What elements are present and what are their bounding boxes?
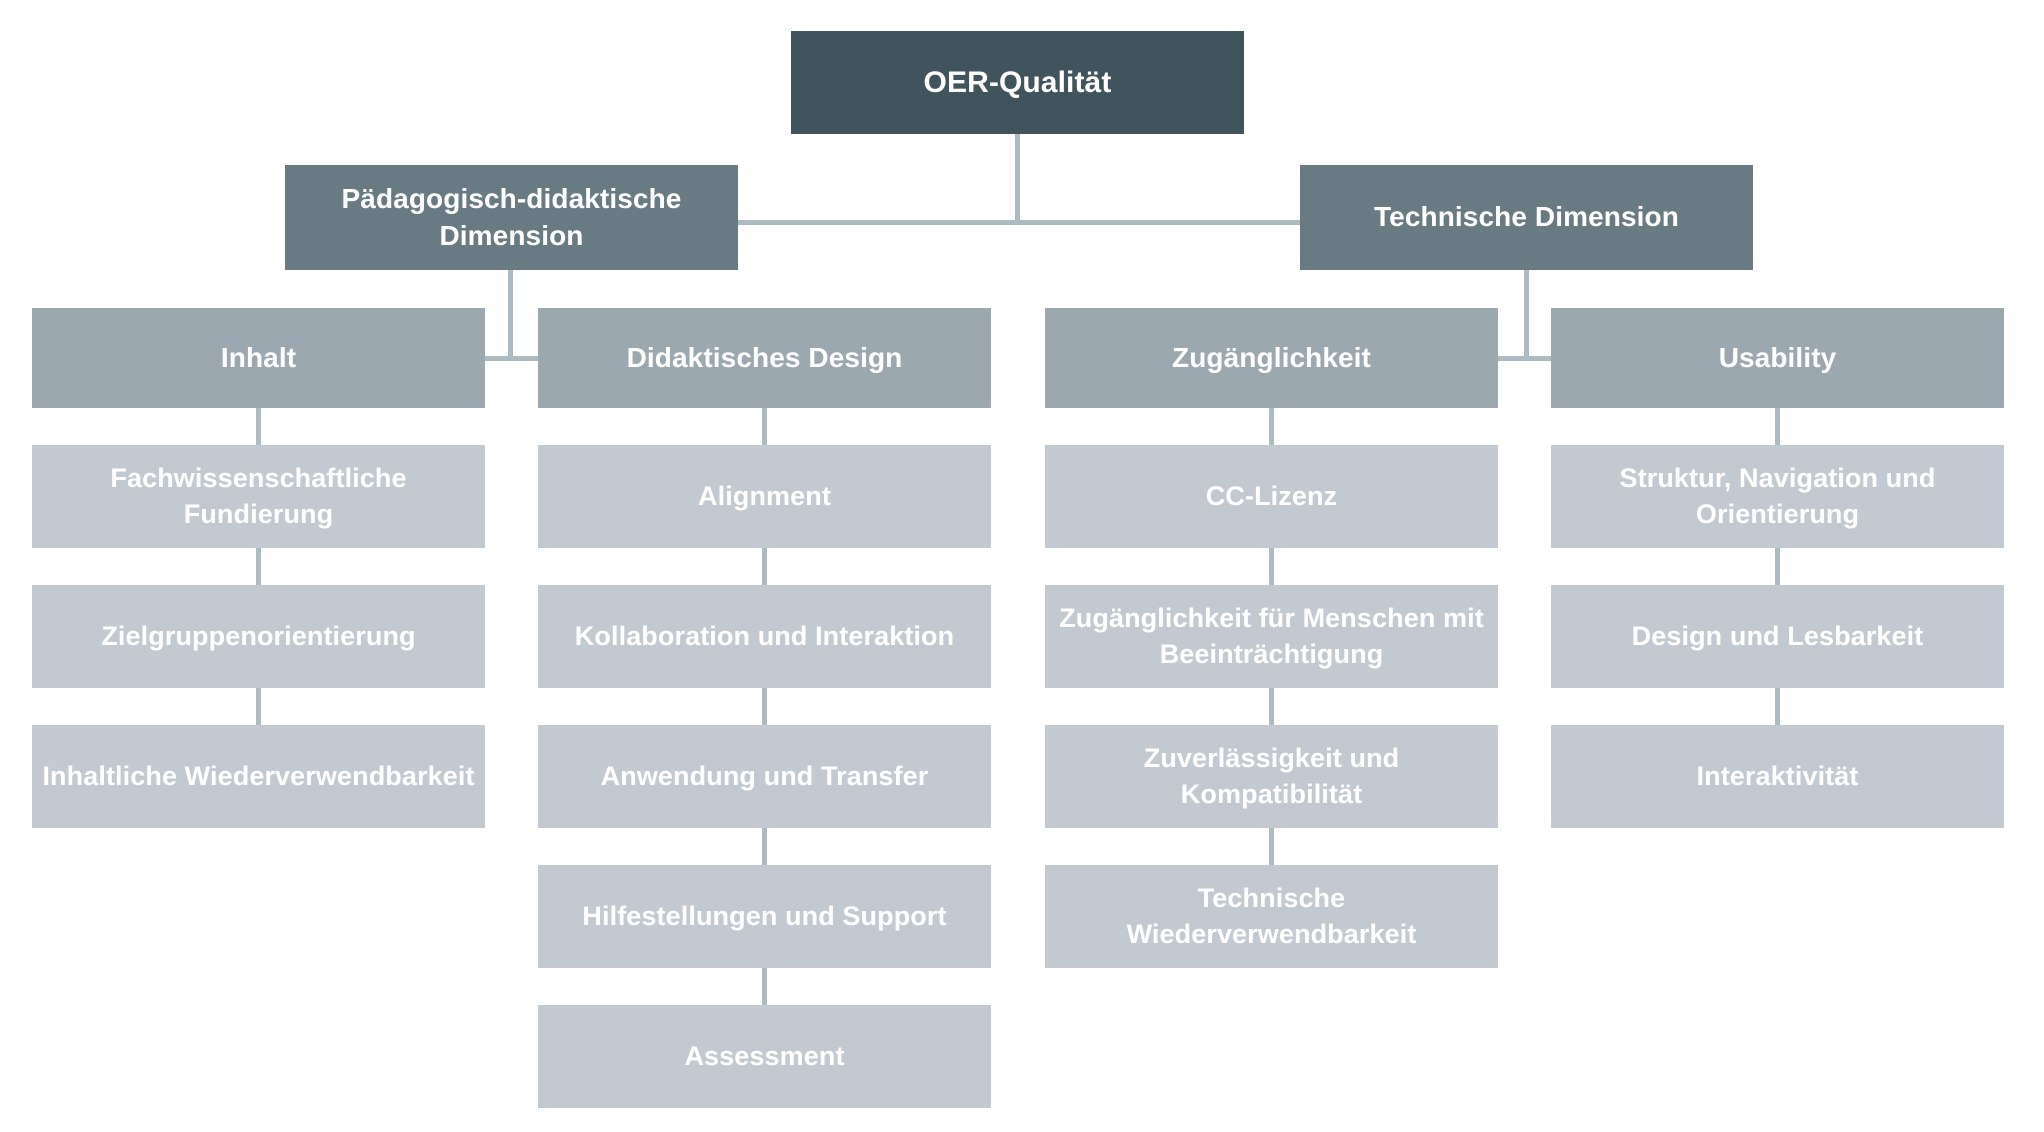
connector-technical-spine [1497,356,1551,361]
connector-pedagogical-down [508,270,513,361]
connector-root-down [1015,134,1020,225]
connector-usability-stem-3 [1775,688,1780,726]
connector-didaktik-stem-3 [762,688,767,726]
connector-usability-stem-2 [1775,548,1780,586]
node-root-oer-qualitaet[interactable]: OER-Qualität [791,31,1244,134]
node-criterion-anwendung-und-transfer[interactable]: Anwendung und Transfer [538,725,991,828]
node-category-didaktisches-design[interactable]: Didaktisches Design [538,308,991,408]
node-criterion-cc-lizenz[interactable]: CC-Lizenz [1045,445,1498,548]
node-dimension-technische[interactable]: Technische Dimension [1300,165,1753,270]
node-criterion-technische-wiederverwendbarkeit[interactable]: Technische Wiederverwendbarkeit [1045,865,1498,968]
node-criterion-hilfestellungen-und-support[interactable]: Hilfestellungen und Support [538,865,991,968]
node-criterion-zuverlaessigkeit-und-kompatibilitaet[interactable]: Zuverlässigkeit und Kompatibilität [1045,725,1498,828]
connector-usability-stem-1 [1775,408,1780,446]
node-criterion-zugaenglichkeit-fuer-menschen-mit-beeintraechtigung[interactable]: Zugänglichkeit für Menschen mit Beeinträ… [1045,585,1498,688]
node-criterion-struktur-navigation-und-orientierung[interactable]: Struktur, Navigation und Orientierung [1551,445,2004,548]
connector-inhalt-stem-3 [256,688,261,726]
connector-zugang-stem-3 [1269,688,1274,726]
connector-zugang-stem-2 [1269,548,1274,586]
connector-didaktik-stem-4 [762,828,767,866]
connector-didaktik-stem-1 [762,408,767,446]
connector-pedagogical-spine [485,356,538,361]
node-criterion-inhaltliche-wiederverwendbarkeit[interactable]: Inhaltliche Wiederverwendbarkeit [32,725,485,828]
connector-technical-down [1524,270,1529,361]
connector-inhalt-stem-1 [256,408,261,446]
node-dimension-paedagogisch-didaktische[interactable]: Pädagogisch-didaktische Dimension [285,165,738,270]
connector-didaktik-stem-2 [762,548,767,586]
connector-inhalt-stem-2 [256,548,261,586]
connector-zugang-stem-4 [1269,828,1274,866]
node-criterion-alignment[interactable]: Alignment [538,445,991,548]
connector-dimension-spine [737,220,1300,225]
node-category-inhalt[interactable]: Inhalt [32,308,485,408]
node-criterion-design-und-lesbarkeit[interactable]: Design und Lesbarkeit [1551,585,2004,688]
node-criterion-zielgruppenorientierung[interactable]: Zielgruppenorientierung [32,585,485,688]
connector-zugang-stem-1 [1269,408,1274,446]
connector-didaktik-stem-5 [762,968,767,1006]
node-criterion-assessment[interactable]: Assessment [538,1005,991,1108]
node-criterion-kollaboration-und-interaktion[interactable]: Kollaboration und Interaktion [538,585,991,688]
node-criterion-interaktivitaet[interactable]: Interaktivität [1551,725,2004,828]
node-criterion-fachwissenschaftliche-fundierung[interactable]: Fachwissenschaftliche Fundierung [32,445,485,548]
node-category-usability[interactable]: Usability [1551,308,2004,408]
node-category-zugaenglichkeit[interactable]: Zugänglichkeit [1045,308,1498,408]
